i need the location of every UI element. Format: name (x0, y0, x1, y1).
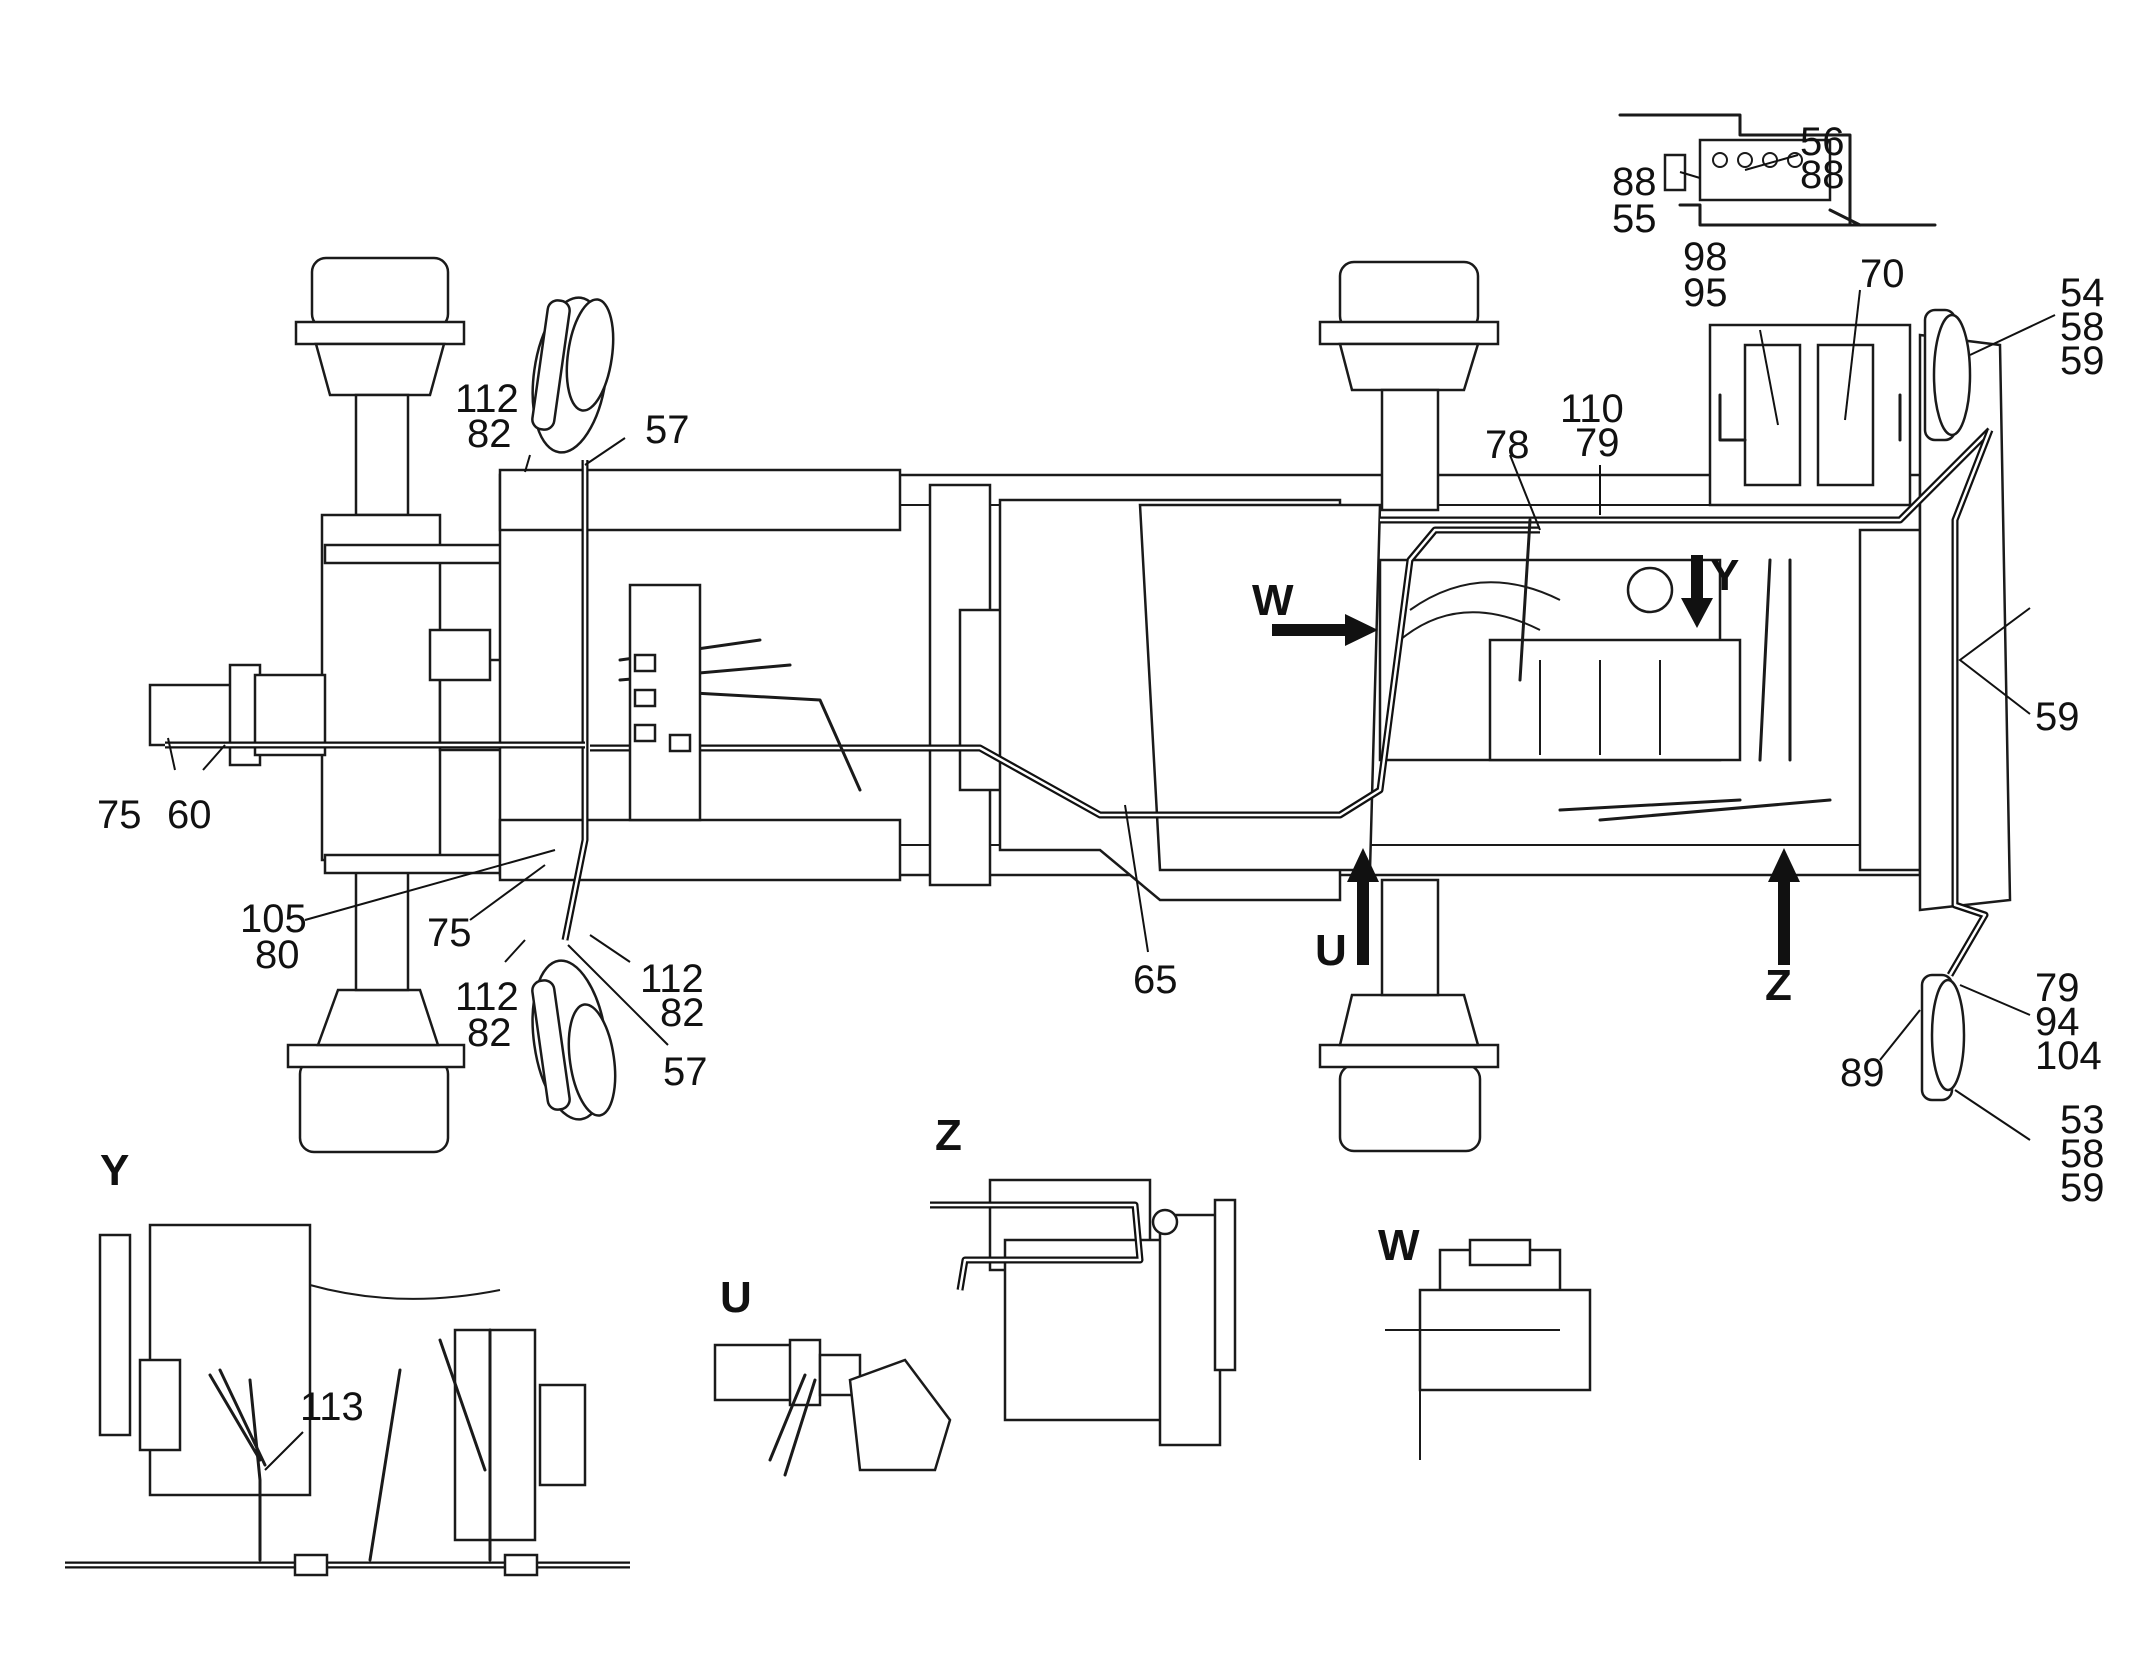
callout-112: 112 (455, 975, 519, 1019)
callout-89: 89 (1840, 1051, 1885, 1095)
callout-88: 88 (1612, 160, 1657, 204)
callout-79: 79 (2035, 966, 2080, 1010)
main-wiring-harness (165, 427, 1994, 977)
callout-94: 94 (2035, 1000, 2080, 1044)
callout-65: 65 (1133, 958, 1178, 1002)
rear-lamp-top (531, 296, 615, 454)
callout-98: 98 (1683, 235, 1728, 279)
callout-104: 104 (2035, 1034, 2102, 1078)
callout-60: 60 (167, 793, 212, 837)
callout-70: 70 (1860, 252, 1905, 296)
callout-53: 53 (2060, 1098, 2105, 1142)
detail-view-z (930, 1178, 1237, 1447)
front-lamp-bottom (1920, 973, 1966, 1102)
view-marker-y: Y (1710, 551, 1739, 600)
callout-82: 82 (467, 1011, 512, 1055)
callout-59: 59 (2060, 339, 2105, 383)
callout-57: 57 (645, 408, 690, 452)
callout-56: 56 (1800, 120, 1845, 164)
callout-80: 80 (255, 933, 300, 977)
rear-lamp-bottom (531, 959, 617, 1121)
callout-59: 59 (2060, 1166, 2105, 1210)
detail-view-u (713, 1338, 952, 1477)
callout-55: 55 (1612, 197, 1657, 241)
callout-113: 113 (300, 1385, 364, 1429)
detail-title-w: W (1378, 1221, 1420, 1270)
callout-59: 59 (2035, 695, 2080, 739)
battery-box (1708, 323, 1912, 507)
detail-view-titles: Y U Z W (100, 1111, 1420, 1322)
rear-axle-assembly (148, 256, 777, 1154)
callout-54: 54 (2060, 271, 2105, 315)
callout-labels: 56 88 88 55 98 95 70 54 58 59 110 79 78 … (97, 120, 2105, 1429)
front-axle-assembly (1318, 260, 1500, 1153)
leader-lines (167, 154, 2056, 1141)
callout-95: 95 (1683, 271, 1728, 315)
view-marker-w: W (1252, 576, 1294, 625)
callout-88: 88 (1800, 153, 1845, 197)
callout-75: 75 (97, 793, 142, 837)
callout-58: 58 (2060, 305, 2105, 349)
detail-title-z: Z (935, 1111, 962, 1160)
callout-105: 105 (240, 897, 307, 941)
front-lamp-top (1923, 308, 1972, 442)
callout-79: 79 (1575, 421, 1620, 465)
callout-57: 57 (663, 1050, 708, 1094)
detail-view-y (65, 1223, 630, 1577)
connector-detail-top (1618, 113, 1937, 227)
view-marker-u: U (1315, 926, 1347, 975)
detail-view-w (1385, 1238, 1592, 1460)
view-arrow-y (1681, 555, 1713, 628)
view-marker-z: Z (1765, 961, 1792, 1010)
callout-110: 110 (1560, 387, 1624, 431)
callout-82: 82 (660, 991, 705, 1035)
callout-112: 112 (640, 957, 704, 1001)
callout-112: 112 (455, 377, 519, 421)
view-arrow-w (1272, 614, 1378, 646)
callout-75: 75 (427, 911, 472, 955)
callout-58: 58 (2060, 1132, 2105, 1176)
callout-82: 82 (467, 412, 512, 456)
detail-title-y: Y (100, 1146, 129, 1195)
view-arrow-u (1347, 848, 1379, 965)
view-arrow-z (1768, 848, 1800, 965)
detail-title-u: U (720, 1273, 752, 1322)
callout-78: 78 (1485, 423, 1530, 467)
view-marker-labels: W U Y Z (1252, 551, 1792, 1010)
